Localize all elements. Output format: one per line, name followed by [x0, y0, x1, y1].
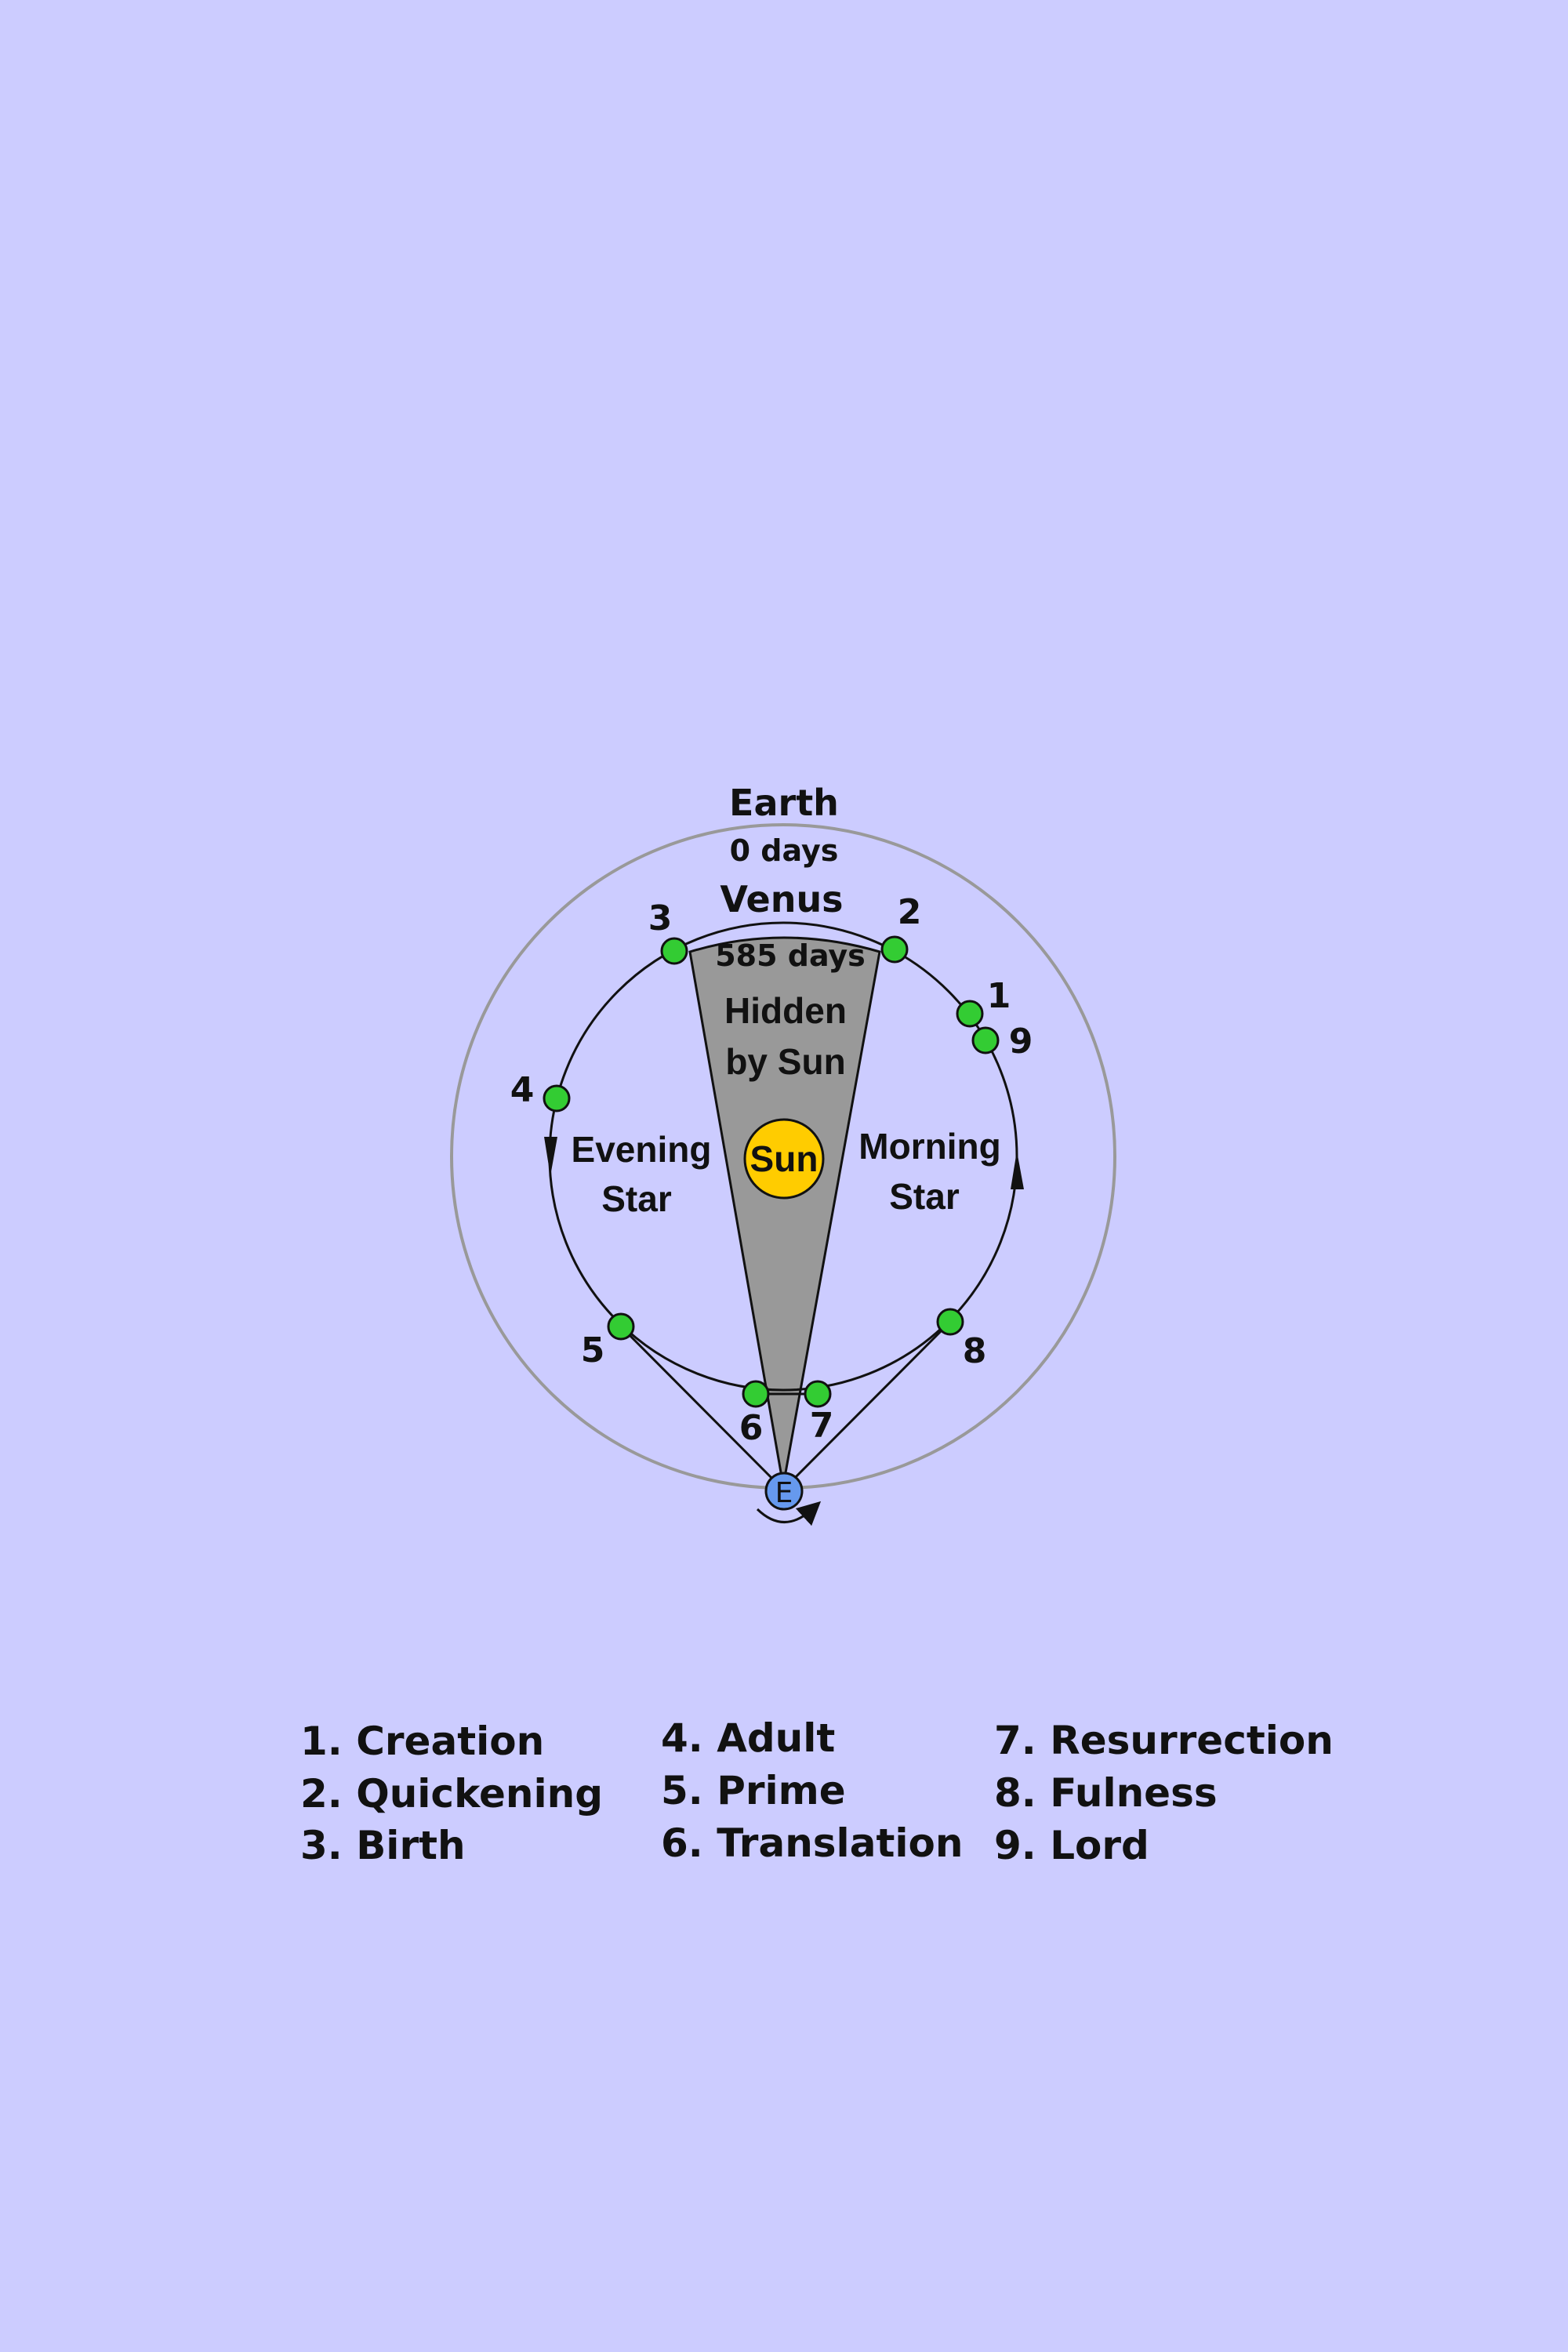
point-8	[936, 1308, 964, 1336]
legend-item-9: 9. Lord	[994, 1823, 1149, 1868]
hidden-by-sun-sector	[688, 936, 881, 1486]
point-number-3: 3	[648, 898, 673, 938]
legend-item-5: 5. Prime	[661, 1768, 846, 1813]
legend-item-8: 8. Fulness	[994, 1770, 1218, 1816]
earth-icon	[764, 1472, 804, 1511]
point-number-7: 7	[810, 1406, 834, 1446]
morning-star-line2: Star	[889, 1176, 960, 1217]
hidden-label-line2: by Sun	[725, 1041, 845, 1082]
point-5	[607, 1312, 635, 1341]
sun-icon	[743, 1118, 825, 1200]
venus-label: Venus	[720, 878, 843, 920]
point-1	[956, 1000, 984, 1028]
legend-item-6: 6. Translation	[661, 1820, 963, 1866]
evening-star-line2: Star	[601, 1178, 672, 1219]
point-number-4: 4	[510, 1070, 535, 1110]
point-number-5: 5	[581, 1330, 605, 1370]
legend-item-3: 3. Birth	[300, 1823, 466, 1868]
legend-item-7: 7. Resurrection	[994, 1718, 1334, 1763]
morning-star-line1: Morning	[858, 1126, 1000, 1167]
point-number-2: 2	[898, 892, 922, 932]
legend-item-2: 2. Quickening	[300, 1771, 603, 1817]
legend-item-4: 4. Adult	[661, 1715, 835, 1761]
point-9	[971, 1026, 1000, 1054]
legend-item-1: 1. Creation	[300, 1719, 544, 1764]
point-number-1: 1	[987, 976, 1011, 1016]
earth-days-label: 0 days	[730, 833, 839, 868]
sight-line-5	[619, 1325, 785, 1491]
point-number-6: 6	[739, 1408, 764, 1448]
earth-marker-label: E	[775, 1477, 793, 1509]
sight-line-8	[782, 1320, 952, 1491]
earth-label: Earth	[729, 782, 839, 824]
evening-arrow-icon	[544, 1137, 557, 1176]
venus-days-label: 585 days	[715, 938, 866, 973]
evening-star-line1: Evening	[572, 1129, 712, 1170]
point-number-9: 9	[1009, 1022, 1033, 1062]
point-3	[660, 937, 688, 965]
point-number-8: 8	[963, 1331, 987, 1371]
point-2	[880, 935, 909, 964]
hidden-label-line1: Hidden	[724, 990, 847, 1031]
legend: 1. Creation 2. Quickening 3. Birth 4. Ad…	[300, 1715, 1334, 1868]
point-4	[543, 1084, 571, 1112]
point-6	[742, 1380, 770, 1408]
morning-arrow-icon	[1011, 1151, 1024, 1189]
earth-rotation-icon	[756, 1501, 822, 1526]
sun-label: Sun	[750, 1138, 818, 1179]
point-7	[804, 1380, 832, 1408]
